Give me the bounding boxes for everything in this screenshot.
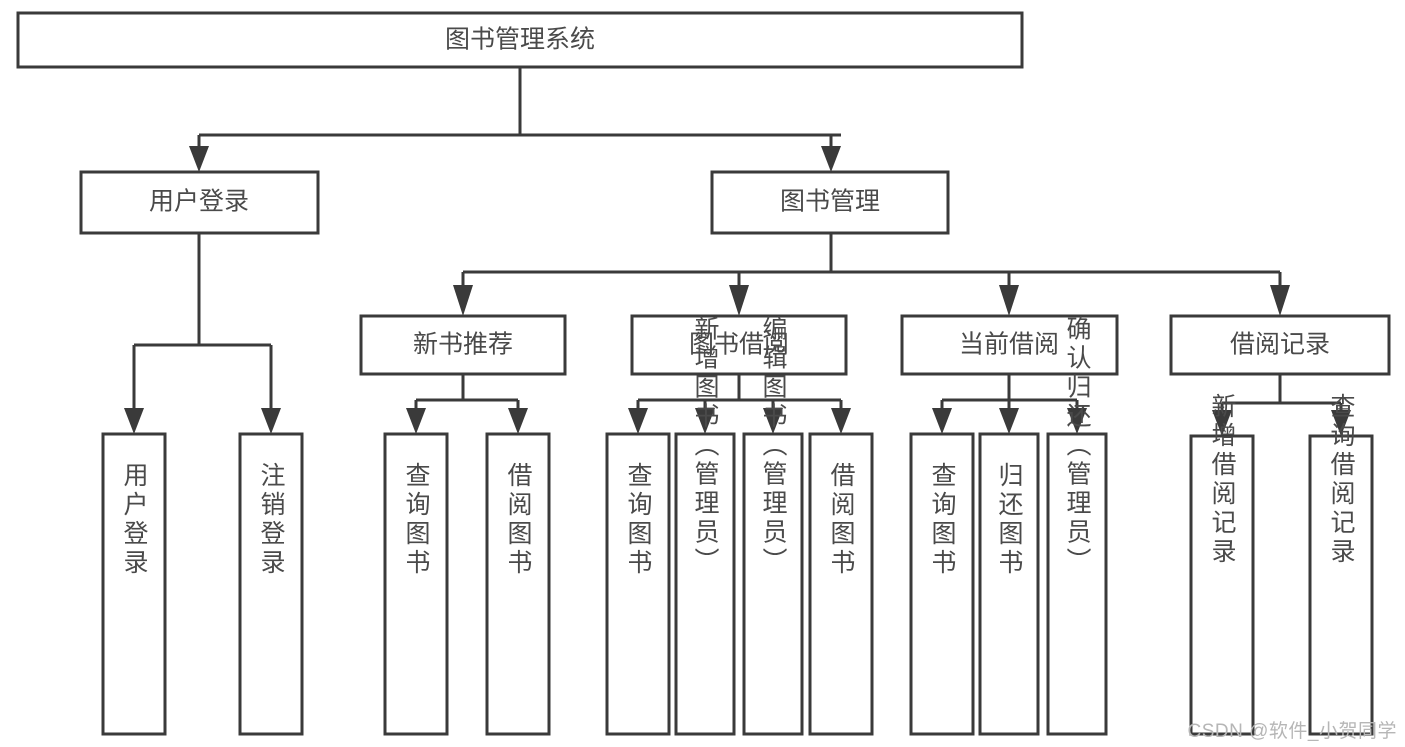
node-leaf-logout-login-label: 注销登录 (257, 462, 286, 578)
node-book-manage-box[interactable] (710, 170, 950, 235)
node-current-borrow-label: 当前借阅 (959, 331, 1059, 359)
node-book-borrow-label: 图书借阅 (689, 331, 789, 359)
arrow-head-book-manage (821, 146, 841, 172)
arrow-head-leaf-user-login (124, 408, 144, 434)
connector-group-new-book-recommend (406, 374, 528, 434)
node-leaf-edit-book-admin-label: 编辑图书（管理员） (759, 316, 788, 577)
node-leaf-query-book-2[interactable]: 查询图书 (605, 432, 671, 736)
node-leaf-borrow-book-2[interactable]: 借阅图书 (808, 432, 874, 736)
arrow-head-book-borrow (729, 285, 749, 316)
node-leaf-add-borrow-record-label: 新增借阅记录 (1208, 393, 1237, 567)
node-leaf-add-book-admin[interactable]: 新增图书（管理员） (674, 316, 736, 736)
arrow-head-leaf-query-borrow-record (1331, 410, 1351, 436)
node-root-label: 图书管理系统 (445, 26, 595, 54)
node-new-book-recommend-box[interactable] (359, 314, 567, 376)
connector-group-current-borrow (932, 374, 1087, 434)
node-leaf-confirm-return-admin[interactable]: 确认归还（管理员） (1046, 316, 1108, 736)
node-leaf-query-borrow-record-label: 查询借阅记录 (1327, 393, 1356, 567)
node-leaf-add-borrow-record-box[interactable] (1189, 434, 1255, 736)
arrow-head-leaf-add-borrow-record (1212, 410, 1232, 436)
node-leaf-add-book-admin-box[interactable] (674, 432, 736, 736)
csdn-watermark: CSDN @软件_小贺同学 (1187, 721, 1397, 742)
arrow-head-leaf-add-book-admin (695, 408, 715, 434)
arrow-head-leaf-edit-book-admin (763, 408, 783, 434)
node-leaf-query-book-1-label: 查询图书 (402, 462, 431, 578)
connector-group-user-login (124, 233, 281, 434)
arrow-head-borrow-record (1270, 285, 1290, 316)
connector-group-book-borrow (628, 374, 851, 434)
node-leaf-borrow-book-2-box[interactable] (808, 432, 874, 736)
arrow-head-new-book-recommend (453, 285, 473, 316)
node-new-book-recommend[interactable]: 新书推荐 (359, 314, 567, 376)
node-leaf-confirm-return-admin-label: 确认归还（管理员） (1063, 316, 1092, 577)
node-leaf-confirm-return-admin-box[interactable] (1046, 432, 1108, 736)
node-leaf-edit-book-admin[interactable]: 编辑图书（管理员） (742, 316, 804, 736)
node-root[interactable]: 图书管理系统 (16, 11, 1024, 69)
node-leaf-borrow-book-1-label: 借阅图书 (504, 462, 533, 578)
node-book-borrow-box[interactable] (630, 314, 848, 376)
node-leaf-query-book-3[interactable]: 查询图书 (909, 432, 975, 736)
node-leaf-return-book-box[interactable] (978, 432, 1040, 736)
node-leaf-return-book-label: 归还图书 (995, 462, 1024, 578)
arrow-head-leaf-borrow-book-1 (508, 408, 528, 434)
arrow-head-current-borrow (999, 285, 1019, 316)
arrow-head-leaf-query-book-3 (932, 408, 952, 434)
node-new-book-recommend-label: 新书推荐 (413, 331, 513, 359)
arrow-head-user-login (189, 146, 209, 172)
node-book-manage[interactable]: 图书管理 (710, 170, 950, 235)
node-leaf-borrow-book-1[interactable]: 借阅图书 (485, 432, 551, 736)
node-leaf-user-login-box[interactable] (101, 432, 167, 736)
node-leaf-query-book-3-label: 查询图书 (928, 462, 957, 578)
node-current-borrow-box[interactable] (900, 314, 1119, 376)
connector-group-book-manage (453, 233, 1290, 316)
node-leaf-query-book-1-box[interactable] (383, 432, 449, 736)
arrow-head-leaf-logout-login (261, 408, 281, 434)
node-leaf-query-borrow-record-box[interactable] (1308, 434, 1374, 736)
node-leaf-user-login-label: 用户登录 (120, 462, 149, 578)
node-leaf-query-borrow-record[interactable]: 查询借阅记录 (1308, 393, 1374, 736)
node-leaf-return-book[interactable]: 归还图书 (978, 432, 1040, 736)
node-leaf-query-book-2-label: 查询图书 (624, 462, 653, 578)
node-leaf-add-book-admin-label: 新增图书（管理员） (691, 316, 720, 577)
node-leaf-query-book-2-box[interactable] (605, 432, 671, 736)
node-book-manage-label: 图书管理 (780, 188, 880, 216)
node-leaf-logout-login-box[interactable] (238, 432, 304, 736)
node-user-login[interactable]: 用户登录 (79, 170, 320, 235)
node-book-borrow[interactable]: 图书借阅 (630, 314, 848, 376)
node-leaf-edit-book-admin-box[interactable] (742, 432, 804, 736)
node-leaf-user-login[interactable]: 用户登录 (101, 432, 167, 736)
node-user-login-box[interactable] (79, 170, 320, 235)
arrow-head-leaf-return-book (999, 408, 1019, 434)
node-root-box[interactable] (16, 11, 1024, 69)
node-leaf-query-book-1[interactable]: 查询图书 (383, 432, 449, 736)
arrow-head-leaf-confirm-return-admin (1067, 408, 1087, 434)
connector-group-root (189, 67, 841, 172)
node-current-borrow[interactable]: 当前借阅 (900, 314, 1119, 376)
arrow-head-leaf-borrow-book-2 (831, 408, 851, 434)
arrow-head-leaf-query-book-1 (406, 408, 426, 434)
node-leaf-add-borrow-record[interactable]: 新增借阅记录 (1189, 393, 1255, 736)
connector-group-borrow-record (1212, 374, 1351, 436)
node-leaf-query-book-3-box[interactable] (909, 432, 975, 736)
node-leaf-borrow-book-1-box[interactable] (485, 432, 551, 736)
arrow-head-leaf-query-book-2 (628, 408, 648, 434)
node-borrow-record-label: 借阅记录 (1230, 331, 1330, 359)
node-borrow-record-box[interactable] (1169, 314, 1391, 376)
node-user-login-label: 用户登录 (149, 188, 249, 216)
node-leaf-logout-login[interactable]: 注销登录 (238, 432, 304, 736)
node-borrow-record[interactable]: 借阅记录 (1169, 314, 1391, 376)
node-leaf-borrow-book-2-label: 借阅图书 (827, 462, 856, 578)
